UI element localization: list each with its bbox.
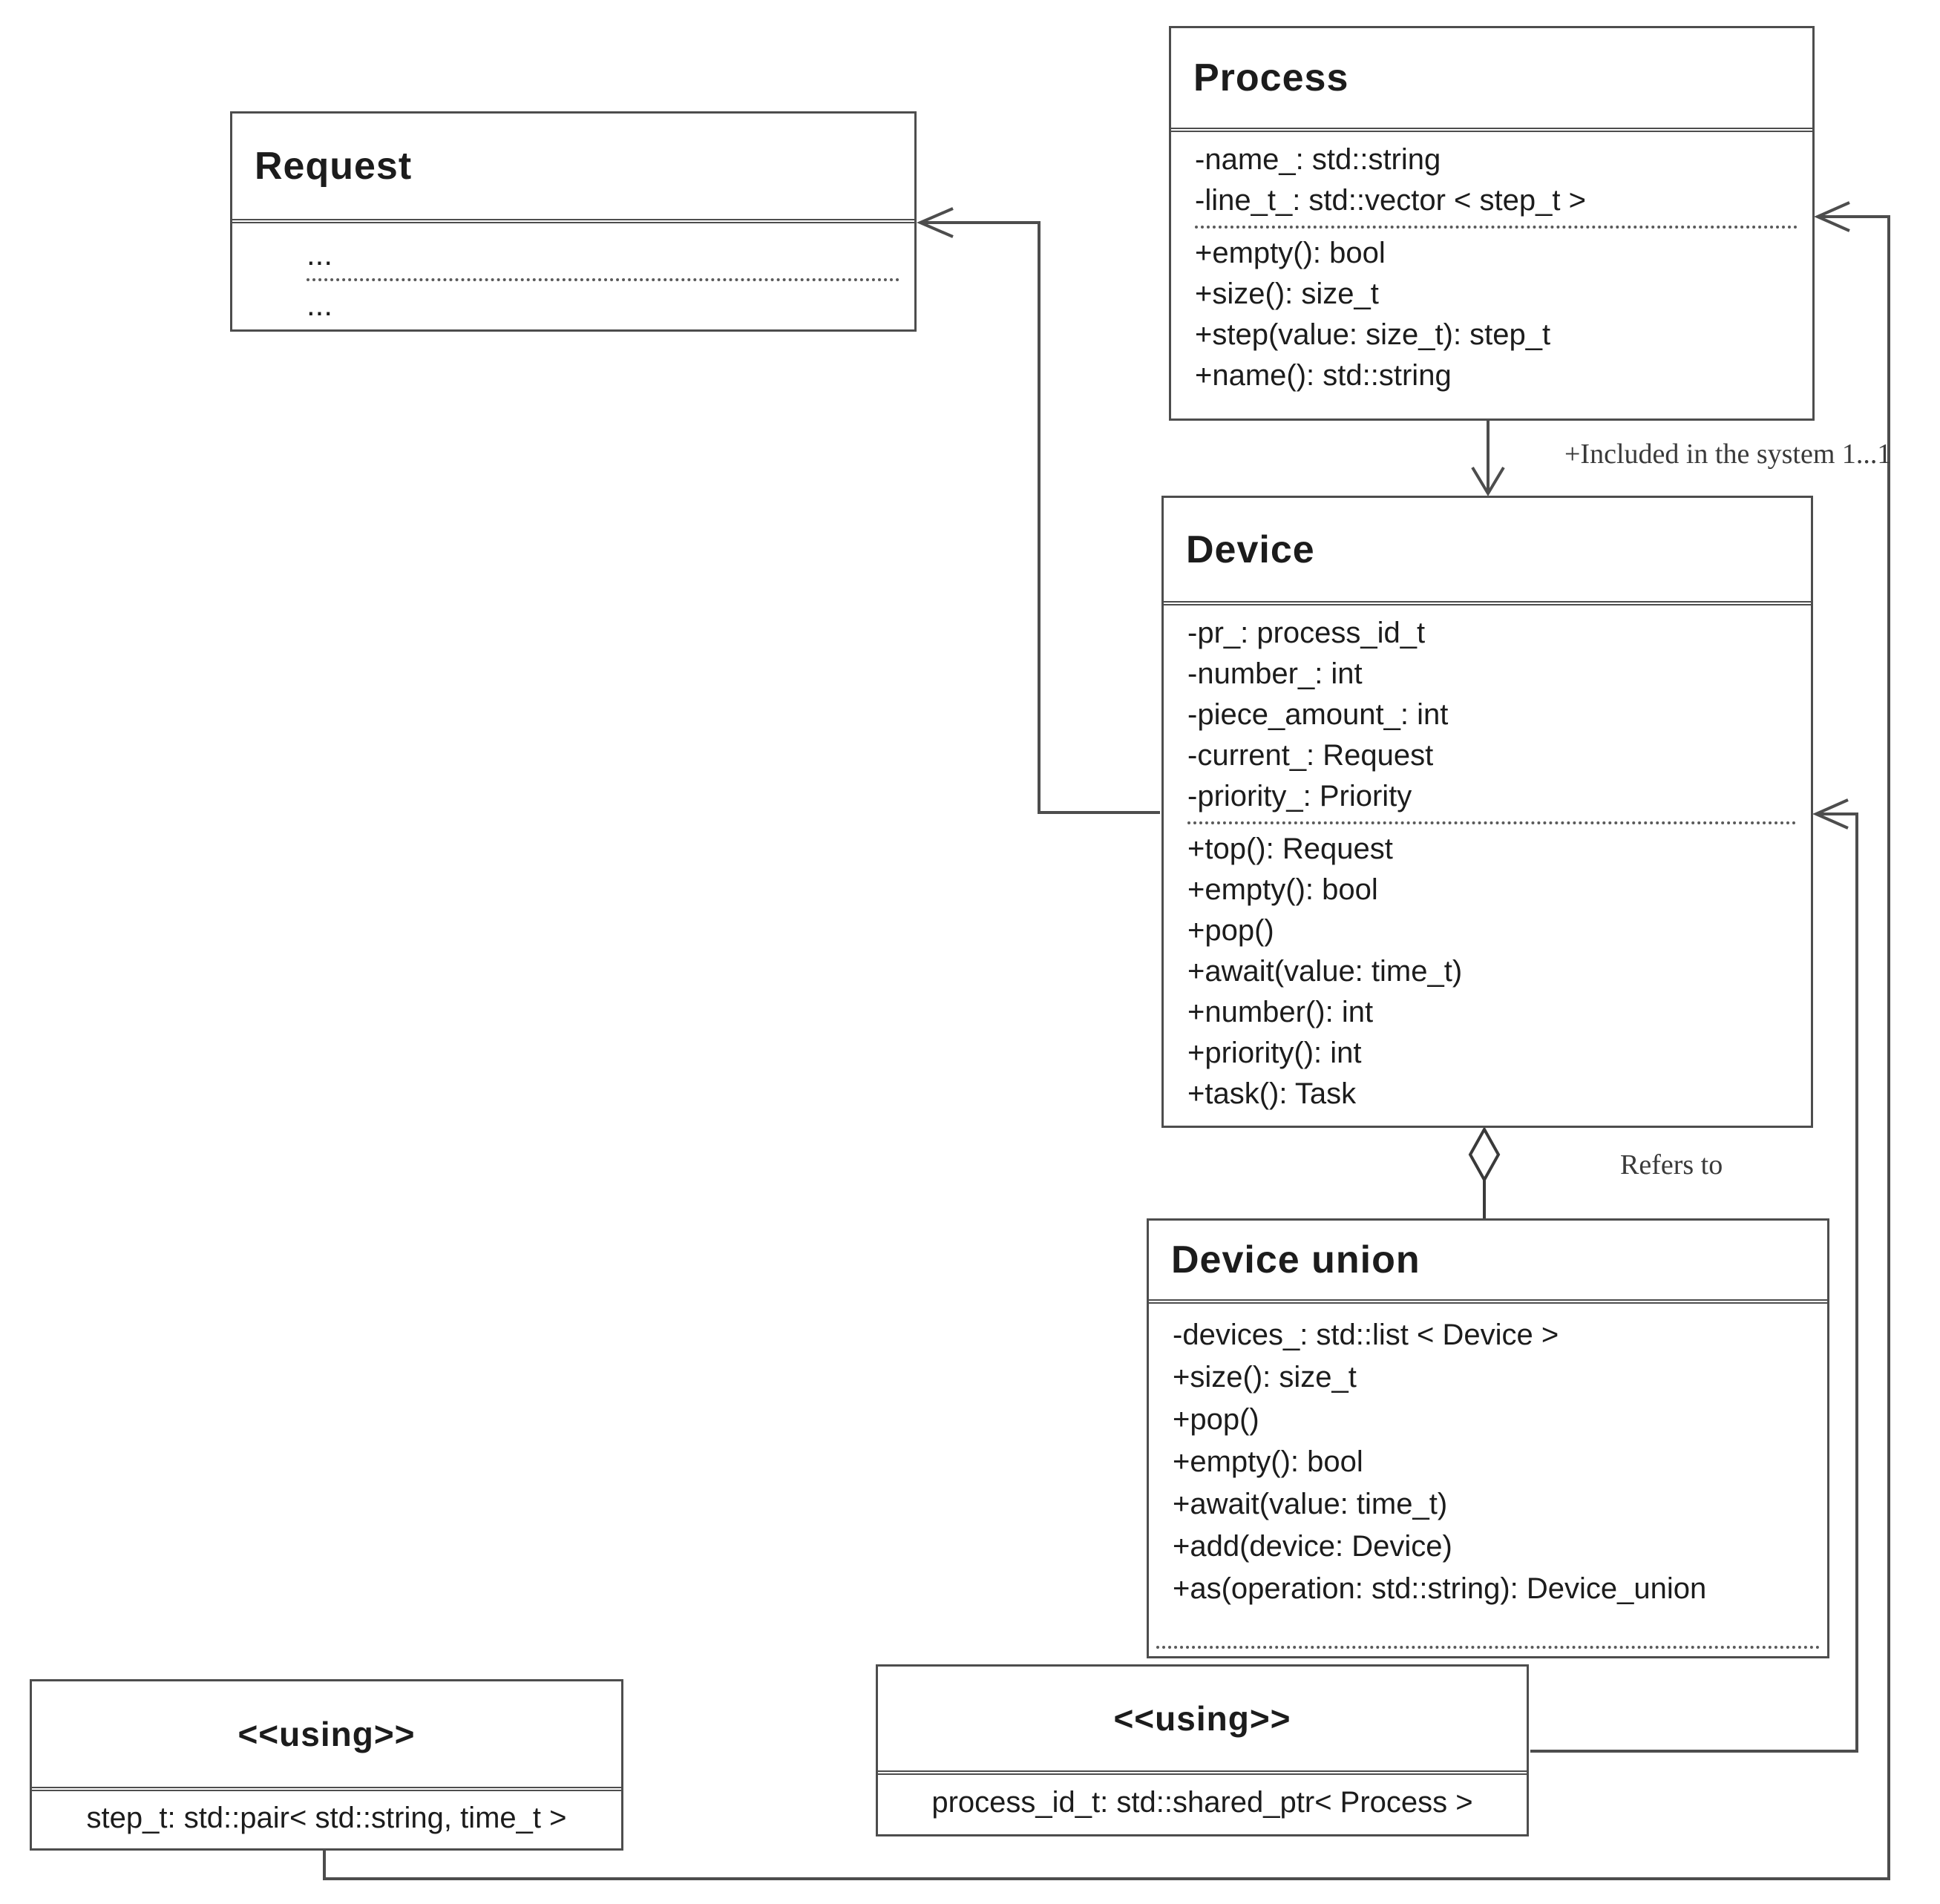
- arrowhead-into-request: [916, 207, 954, 238]
- dependency-processid-device: [1530, 798, 1858, 1753]
- member-row: -name_: std::string: [1195, 143, 1441, 176]
- member-row: +await(value: time_t): [1187, 955, 1463, 988]
- member-row: +size(): size_t: [1195, 278, 1379, 310]
- member-row: +empty(): bool: [1187, 873, 1378, 906]
- using-step-t-definition: step_t: std::pair< std::string, time_t >: [86, 1802, 567, 1834]
- label-refers-to: Refers to: [1620, 1149, 1723, 1181]
- member-row: +as(operation: std::string): Device_unio…: [1173, 1572, 1707, 1605]
- attributes-methods-divider: [307, 278, 899, 281]
- class-device-union-title: Device union: [1149, 1221, 1827, 1304]
- member-row: -piece_amount_: int: [1187, 698, 1449, 731]
- member-row: -line_t_: std::vector < step_t >: [1195, 184, 1586, 217]
- class-device-union-body: -devices_: std::list < Device > +size():…: [1149, 1304, 1827, 1610]
- dependency-processid-device-line: [1530, 813, 1858, 1753]
- class-request-body: ... ...: [232, 223, 914, 324]
- member-row: ...: [307, 287, 333, 322]
- dependency-stept-process: [323, 201, 1890, 1880]
- member-row: -pr_: process_id_t: [1187, 617, 1426, 649]
- class-device-body: -pr_: process_id_t -number_: int -piece_…: [1164, 605, 1811, 1115]
- using-process-id-t-stereotype: <<using>>: [878, 1667, 1527, 1775]
- member-row: +pop(): [1187, 914, 1274, 947]
- arrowhead-into-process-right: [1814, 201, 1850, 232]
- arrowhead-into-device-right: [1812, 798, 1849, 830]
- bottom-section-divider: [1156, 1646, 1820, 1649]
- class-request-title: Request: [232, 114, 914, 223]
- member-row: +number(): int: [1187, 996, 1374, 1028]
- member-row: -priority_: Priority: [1187, 780, 1412, 813]
- class-device-union: Device union -devices_: std::list < Devi…: [1147, 1218, 1829, 1658]
- class-device-title: Device: [1164, 498, 1811, 605]
- aggregation-diamond: [1468, 1126, 1501, 1184]
- class-process-body: -name_: std::string -line_t_: std::vecto…: [1171, 132, 1812, 396]
- class-device: Device -pr_: process_id_t -number_: int …: [1161, 496, 1813, 1128]
- member-row: +priority(): int: [1187, 1037, 1362, 1069]
- using-process-id-t: <<using>> process_id_t: std::shared_ptr<…: [876, 1664, 1529, 1836]
- member-row: -current_: Request: [1187, 739, 1434, 772]
- association-device-request: [916, 207, 1160, 814]
- attributes-methods-divider: [1195, 226, 1798, 229]
- class-request: Request ... ...: [230, 111, 917, 332]
- member-row: +pop(): [1173, 1403, 1259, 1436]
- member-row: +add(device: Device): [1173, 1530, 1452, 1563]
- label-included-in-system: +Included in the system 1...1: [1564, 439, 1891, 470]
- dependency-stept-process-line: [323, 215, 1890, 1880]
- member-row: +empty(): bool: [1173, 1445, 1363, 1478]
- member-row: +name(): std::string: [1195, 359, 1452, 392]
- association-process-device: [1471, 421, 1505, 496]
- member-row: ...: [307, 237, 333, 272]
- member-row: -number_: int: [1187, 657, 1363, 690]
- using-step-t: <<using>> step_t: std::pair< std::string…: [30, 1679, 623, 1851]
- class-process-title: Process: [1171, 28, 1812, 132]
- aggregation-device-deviceunion: [1468, 1126, 1501, 1218]
- member-row: -devices_: std::list < Device >: [1173, 1319, 1559, 1351]
- member-row: +await(value: time_t): [1173, 1488, 1448, 1520]
- class-process: Process -name_: std::string -line_t_: st…: [1169, 26, 1815, 421]
- arrowhead-into-device-top: [1471, 466, 1505, 496]
- using-step-t-stereotype: <<using>>: [32, 1681, 621, 1791]
- using-process-id-t-definition: process_id_t: std::shared_ptr< Process >: [931, 1786, 1473, 1819]
- association-device-request-line: [922, 221, 1160, 814]
- member-row: +top(): Request: [1187, 833, 1393, 865]
- member-row: +empty(): bool: [1195, 237, 1386, 269]
- member-row: +step(value: size_t): step_t: [1195, 318, 1551, 351]
- member-row: +size(): size_t: [1173, 1361, 1357, 1393]
- member-row: +task(): Task: [1187, 1077, 1357, 1110]
- attributes-methods-divider: [1187, 821, 1796, 824]
